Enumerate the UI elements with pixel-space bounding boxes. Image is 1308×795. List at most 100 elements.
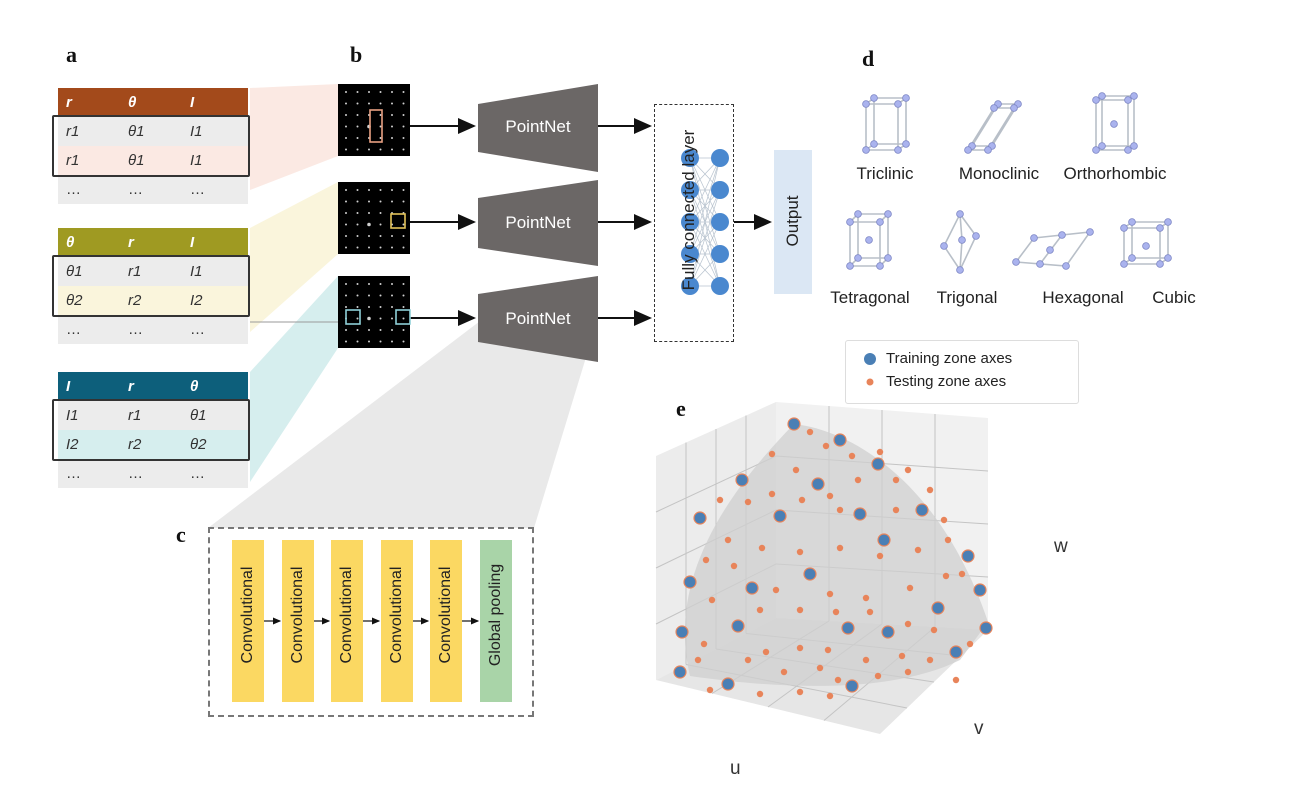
global-pooling-label: Global pooling <box>487 563 504 667</box>
testing-point <box>796 606 804 614</box>
diffraction-spot <box>379 306 382 308</box>
diffraction-spot <box>368 148 370 151</box>
testing-point <box>898 652 906 660</box>
diffraction-spot <box>356 235 359 237</box>
cnn-outer-box <box>208 527 534 717</box>
diffraction-spot <box>356 125 359 128</box>
diffraction-spot <box>356 283 359 285</box>
diffraction-spot <box>402 125 405 128</box>
diffraction-spot <box>368 212 370 214</box>
atom <box>884 210 892 218</box>
diffraction-spot <box>402 246 405 249</box>
diffraction-spot <box>345 246 347 249</box>
atom <box>1164 218 1172 226</box>
diffraction-spot <box>345 212 347 214</box>
funnel-connector-3 <box>250 276 338 482</box>
testing-point <box>756 690 764 698</box>
testing-point <box>876 448 884 456</box>
diffraction-spot <box>345 306 347 308</box>
testing-point <box>826 692 834 700</box>
pointnet-trapezoid-2 <box>478 180 598 266</box>
diffraction-spot <box>345 294 347 297</box>
output-label: Output <box>783 195 802 247</box>
testing-point <box>836 506 844 514</box>
output-box <box>774 150 812 294</box>
testing-point <box>862 594 870 602</box>
nn-node <box>681 181 699 199</box>
testing-point <box>796 548 804 556</box>
testing-point <box>762 648 770 656</box>
diffraction-spot <box>402 114 405 116</box>
diffraction-background <box>338 182 410 254</box>
diffraction-spot <box>345 223 347 226</box>
nn-node <box>711 213 729 231</box>
atom <box>1142 242 1150 250</box>
pointnet-label-2: PointNet <box>505 213 571 232</box>
training-point <box>853 507 867 521</box>
atom <box>990 104 998 112</box>
atom <box>1086 228 1094 236</box>
testing-point <box>768 490 776 498</box>
testing-point <box>892 476 900 484</box>
testing-point <box>796 688 804 696</box>
training-point <box>871 457 885 471</box>
panel-label-c: c <box>176 522 186 547</box>
panel-label-d: d <box>862 46 875 71</box>
atom <box>894 100 902 108</box>
diffraction-spot <box>391 148 393 151</box>
testing-point <box>816 664 824 672</box>
testing-point <box>862 656 870 664</box>
legend-training-label: Training zone axes <box>886 350 1013 367</box>
diffraction-spot <box>356 200 359 203</box>
header-cell: r <box>66 94 72 111</box>
testing-point <box>796 644 804 652</box>
diffraction-spot <box>379 235 382 237</box>
conv-label-4: Convolutional <box>388 566 405 664</box>
conv-label-1: Convolutional <box>239 566 256 664</box>
axis-label-u: u <box>730 758 741 779</box>
diffraction-spot <box>402 235 405 237</box>
nn-connection <box>689 157 721 223</box>
testing-point <box>904 466 912 474</box>
diffraction-spot <box>367 316 371 321</box>
diffraction-spot <box>345 137 347 139</box>
training-point <box>683 575 697 589</box>
training-point <box>931 601 945 615</box>
selection-box <box>369 109 383 143</box>
diffraction-spot <box>402 283 405 285</box>
training-point <box>675 625 689 639</box>
training-point <box>949 645 963 659</box>
legend: Training zone axes Testing zone axes <box>845 340 1079 404</box>
selection-box <box>390 213 406 229</box>
atom <box>972 232 980 240</box>
nn-node <box>711 277 729 295</box>
diffraction-spot <box>402 329 405 331</box>
atom <box>846 262 854 270</box>
panel-label-a: a <box>66 42 77 67</box>
diffraction-spot <box>402 340 405 343</box>
diffraction-spot <box>379 137 382 139</box>
diffraction-spot <box>402 223 405 226</box>
diffraction-spot <box>356 246 359 249</box>
testing-point <box>744 656 752 664</box>
training-point <box>673 665 687 679</box>
diffraction-spot <box>345 340 347 343</box>
diffraction-spot <box>368 246 370 249</box>
diffraction-spot <box>368 189 370 191</box>
diffraction-spot <box>391 317 393 320</box>
crystal-label-triclinic: Triclinic <box>856 164 914 183</box>
diffraction-spot <box>379 317 382 320</box>
diffraction-spot <box>356 189 359 191</box>
global-pooling-block <box>480 540 512 702</box>
training-point <box>915 503 929 517</box>
atom <box>1036 260 1044 268</box>
atom <box>1128 218 1136 226</box>
diffraction-spot <box>391 91 393 93</box>
cubic-icon <box>1120 218 1172 268</box>
testing-point <box>822 442 830 450</box>
training-point <box>787 417 801 431</box>
testing-point <box>798 496 806 504</box>
